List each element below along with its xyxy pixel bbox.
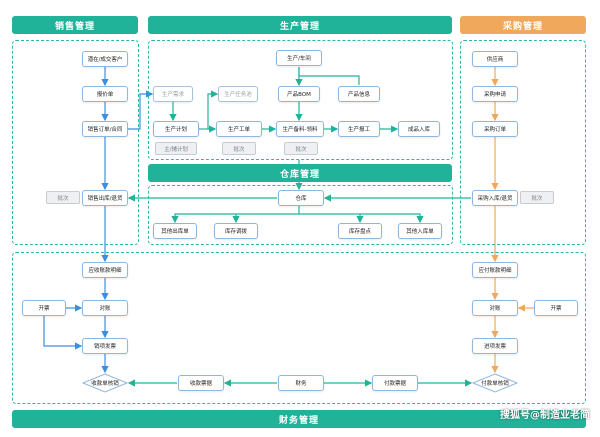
- purchase-order-node[interactable]: 采购订单: [472, 121, 518, 137]
- finished-in-node[interactable]: 成品入库: [398, 121, 440, 137]
- input-invoice-node[interactable]: 进项发票: [472, 338, 518, 354]
- production-group: [148, 40, 453, 160]
- prod-demand-node[interactable]: 生产需求: [153, 86, 193, 102]
- quote-node[interactable]: 报价单: [82, 86, 128, 102]
- purchase-in-node[interactable]: 采购入库/退货: [472, 190, 518, 206]
- main-sub-plan-tag: 主/辅计划: [155, 142, 197, 155]
- prod-report-node[interactable]: 生产报工: [338, 121, 380, 137]
- receivable-node[interactable]: 应收账款明细: [82, 262, 128, 278]
- edge-invoice-salesinvoice: [43, 316, 83, 350]
- sales-group: [12, 40, 139, 245]
- purchase-group: [460, 40, 586, 245]
- prod-order-node[interactable]: 生产工单: [216, 121, 262, 137]
- receipt-bill-node[interactable]: 收款票据: [178, 375, 224, 391]
- product-bom-node[interactable]: 产品BOM: [278, 86, 320, 102]
- edge-warehouse-otherout: [171, 206, 300, 224]
- finance-group: [12, 252, 586, 404]
- watermark: 搜狐号@制造业老简: [500, 410, 590, 421]
- batch-left-tag: 批次: [46, 191, 80, 204]
- batch-order-tag: 批次: [222, 142, 256, 155]
- workshop-node[interactable]: 生产/车间: [276, 50, 322, 66]
- sales-order-node[interactable]: 销售订单/合同: [82, 121, 128, 137]
- product-info-node[interactable]: 产品信息: [338, 86, 380, 102]
- payable-node[interactable]: 应付账款明细: [472, 262, 518, 278]
- stock-transfer-node[interactable]: 库存调拨: [214, 223, 258, 239]
- reconcile-right-node[interactable]: 对账: [472, 300, 518, 316]
- receipt-verify-diamond[interactable]: 收款单核销: [82, 373, 128, 393]
- supplier-node[interactable]: 供应商: [472, 51, 518, 67]
- invoice-right-node[interactable]: 开票: [534, 300, 578, 316]
- edge-order-demand: [128, 90, 154, 130]
- warehouse-group: [148, 185, 453, 245]
- payment-verify-label: 付款单核销: [481, 381, 509, 387]
- receipt-verify-label: 收款单核销: [91, 381, 119, 387]
- stock-count-node[interactable]: 库存盘点: [338, 223, 382, 239]
- payment-verify-diamond[interactable]: 付款单核销: [472, 373, 518, 393]
- prod-material-node[interactable]: 生产备料-领料: [276, 121, 324, 137]
- diamond-shape: [82, 373, 128, 393]
- edge-warehouse-otherin: [360, 213, 424, 224]
- finance-header: 财务管理: [12, 410, 586, 428]
- purchase-request-node[interactable]: 采购申请: [472, 86, 518, 102]
- other-in-node[interactable]: 其他入库单: [398, 223, 442, 239]
- sales-invoice-node[interactable]: 销项发票: [82, 338, 128, 354]
- other-out-node[interactable]: 其他出库单: [153, 223, 197, 239]
- warehouse-node[interactable]: 仓库: [278, 190, 324, 206]
- sales-out-node[interactable]: 销售出库/退货: [82, 190, 128, 206]
- production-header: 生产管理: [148, 16, 452, 34]
- purchase-header: 采购管理: [460, 16, 586, 34]
- reconcile-left-node[interactable]: 对账: [82, 300, 128, 316]
- edge-workshop-info: [298, 67, 360, 85]
- batch-right-tag: 批次: [520, 191, 554, 204]
- sales-header: 销售管理: [12, 16, 138, 34]
- warehouse-header: 仓库管理: [148, 164, 452, 182]
- prod-task-node[interactable]: 生产任务池: [218, 86, 258, 102]
- finance-node[interactable]: 财务: [278, 375, 324, 391]
- edge-plan-task: [207, 90, 219, 129]
- batch-material-tag: 批次: [284, 142, 318, 155]
- prod-plan-node[interactable]: 生产计划: [153, 121, 199, 137]
- prospect-customer-node[interactable]: 潜在/成交客户: [82, 51, 128, 67]
- diamond-shape: [472, 373, 518, 393]
- payment-bill-node[interactable]: 付款票据: [372, 375, 418, 391]
- invoice-left-node[interactable]: 开票: [22, 300, 66, 316]
